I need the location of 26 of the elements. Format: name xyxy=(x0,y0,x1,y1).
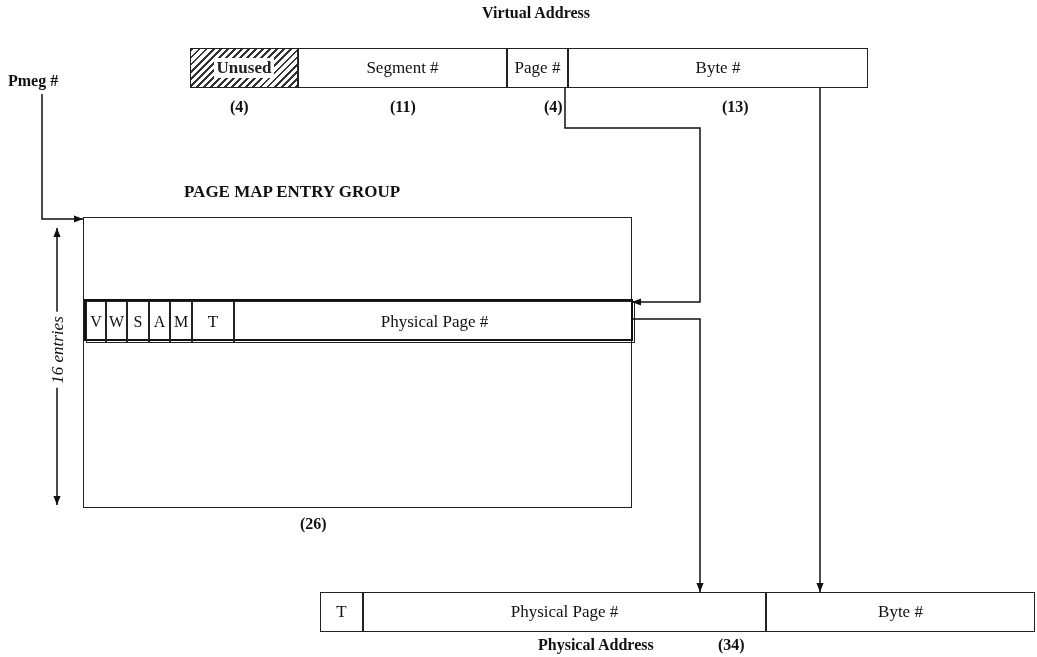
arrow xyxy=(564,87,701,306)
byte-field: Byte # xyxy=(766,592,1035,632)
segment-field: Segment # xyxy=(298,48,507,88)
bit-width-label: (4) xyxy=(544,98,563,116)
page-map-entry-row xyxy=(84,299,633,341)
byte-field: Byte # xyxy=(568,48,868,88)
arrow xyxy=(41,93,84,223)
type-field: T xyxy=(320,592,363,632)
physical-page-field: Physical Page # xyxy=(363,592,766,632)
register-label: Pmeg # xyxy=(8,72,72,94)
flag-field: M xyxy=(170,301,192,343)
bit-width-label: (26) xyxy=(300,515,327,533)
field-name: Unused xyxy=(213,58,275,78)
group-heading: PAGE MAP ENTRY GROUP xyxy=(184,182,401,202)
physical-page-field: Physical Page # xyxy=(234,301,635,343)
flag-field: S xyxy=(127,301,149,343)
flag-field: A xyxy=(149,301,170,343)
hatched-field xyxy=(190,48,298,88)
arrow xyxy=(631,318,704,593)
arrow xyxy=(816,87,824,593)
flag-field: V xyxy=(86,301,106,343)
bit-width-label: (34) xyxy=(718,636,745,654)
address-title: Virtual Address xyxy=(482,4,590,22)
flag-field: W xyxy=(106,301,127,343)
type-field: T xyxy=(192,301,234,343)
page-field: Page # xyxy=(507,48,568,88)
